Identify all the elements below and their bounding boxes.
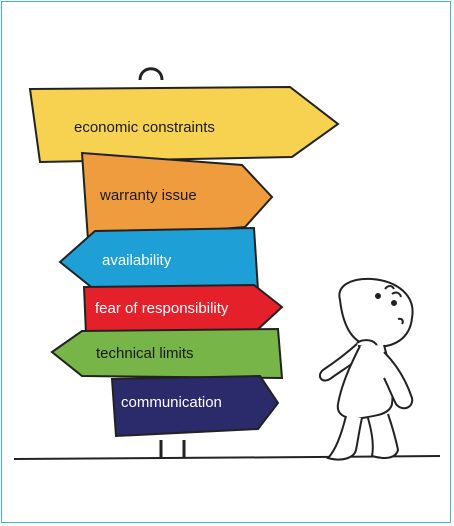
signpost-icon [138,67,186,458]
sign-availability: availability [58,226,260,291]
sign-warranty-issue: warranty issue [80,151,274,242]
sign-technical-limits: technical limits [50,327,284,380]
sign-board [28,85,340,164]
sign-board [110,374,280,438]
sign-board [80,151,274,242]
sign-board [58,226,260,291]
sign-communication: communication [110,374,280,438]
sign-board [82,283,284,336]
thinking-person-icon [319,277,414,461]
sign-label: availability [102,252,172,269]
sign-fear-of-responsibility: fear of responsibility [82,283,284,336]
sign-label: economic constraints [74,119,215,136]
sign-label: technical limits [96,345,194,362]
sign-label: fear of responsibility [95,300,229,317]
sign-economic-constraints: economic constraints [28,85,340,164]
sign-board [50,327,284,380]
sign-label: communication [121,394,222,411]
sign-label: warranty issue [99,187,197,204]
